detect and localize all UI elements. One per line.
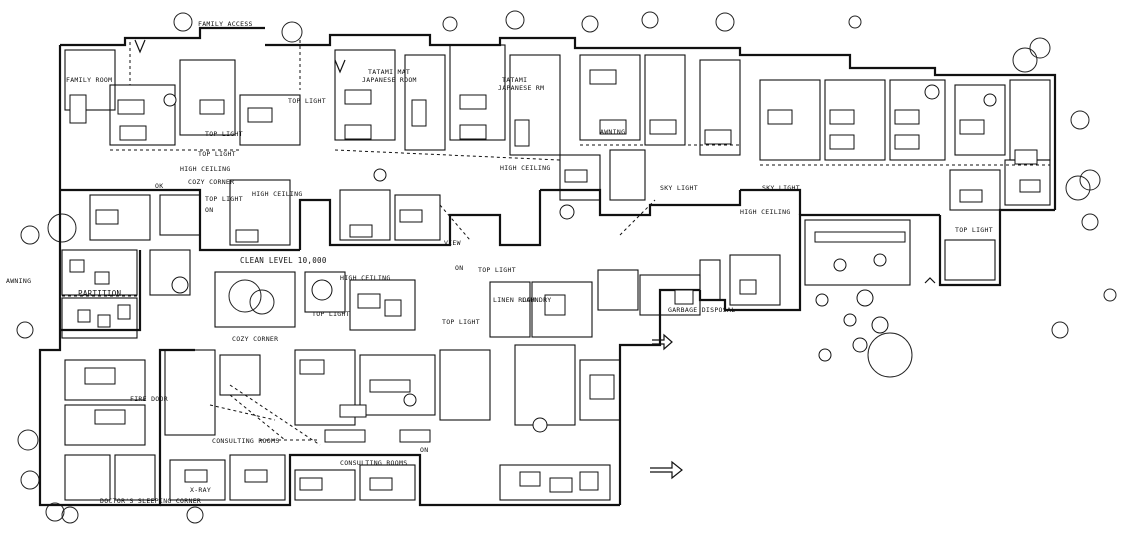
label-consulting-rooms-2: CONSULTING ROOMS: [340, 459, 407, 467]
tree-icon: [61, 506, 79, 524]
central-garden: [214, 271, 416, 331]
tree-icon: [281, 21, 303, 43]
label-sky-light-2: SKY LIGHT: [762, 184, 800, 192]
label-on-1: ON: [420, 446, 428, 454]
lower-clinic: [64, 344, 621, 501]
entry-arrows: [134, 39, 936, 480]
tree-icon: [442, 16, 458, 32]
landscape-trees: [16, 10, 1117, 524]
label-partition: PARTITION: [78, 289, 121, 298]
label-consulting-rooms-1: CONSULTING ROOMS: [212, 437, 279, 445]
tree-icon: [173, 12, 193, 32]
patient-rooms-top-wing: [64, 40, 1051, 246]
label-top-light-2: TOP LIGHT: [205, 130, 243, 138]
label-x-ray: X-RAY: [190, 486, 211, 494]
tree-icon: [1081, 213, 1099, 231]
tree-icon: [20, 225, 40, 245]
tree-icon: [505, 10, 525, 30]
label-sky-light-1: SKY LIGHT: [660, 184, 698, 192]
label-garbage-disposal: GARBAGE DISPOSAL: [668, 306, 735, 314]
label-family-room: FAMILY ROOM: [66, 76, 112, 84]
label-on-2: ON: [455, 264, 463, 272]
tree-icon: [1103, 288, 1117, 302]
tree-icon: [47, 213, 77, 243]
label-high-ceiling-1: HIGH CEILING: [180, 165, 231, 173]
tree-icon: [16, 321, 34, 339]
circulation-paths: [209, 199, 656, 446]
label-high-ceiling-4: HIGH CEILING: [740, 208, 791, 216]
label-top-light-6: TOP LIGHT: [478, 266, 516, 274]
tree-icon: [186, 506, 204, 524]
label-cozy-corner-2: COZY CORNER: [232, 335, 278, 343]
tree-icon: [45, 502, 65, 522]
entry-arrow-icon: [652, 333, 673, 351]
tree-icon: [1070, 110, 1090, 130]
furniture-top-wing: [69, 69, 1041, 243]
entry-arrow-icon: [134, 39, 146, 54]
label-fire-door: FIRE DOOR: [130, 395, 168, 403]
tree-icon: [1051, 321, 1069, 339]
exterior-walls: [38, 26, 1057, 507]
label-tatami: TATAMI: [502, 76, 527, 84]
label-top-light-3: TOP LIGHT: [198, 150, 236, 158]
label-top-light-1: TOP LIGHT: [288, 97, 326, 105]
label-view: VIEW: [444, 239, 461, 247]
label-ok: OK: [155, 182, 163, 190]
tree-icon: [867, 332, 913, 378]
tree-icon: [1079, 169, 1101, 191]
label-awning-2: AWNING: [600, 128, 625, 136]
entry-arrow-icon: [650, 460, 683, 480]
label-top-light-8: TOP LIGHT: [442, 318, 480, 326]
label-top-light-4: TOP LIGHT: [205, 195, 243, 203]
tree-icon: [17, 429, 39, 451]
tree-icon: [20, 470, 40, 490]
label-top-light-5: TOP LIGHT: [955, 226, 993, 234]
tree-icon: [715, 12, 735, 32]
label-clean-level: CLEAN LEVEL 10,000: [240, 256, 327, 265]
left-wing: [61, 249, 191, 339]
label-doctors-sleeping: DOCTOR'S SLEEPING CORNER: [100, 497, 201, 505]
label-linen-room: LINEN ROOM: [493, 296, 535, 304]
label-cozy-corner-1: COZY CORNER: [188, 178, 234, 186]
label-top-light-7: TOP LIGHT: [312, 310, 350, 318]
tree-icon: [848, 15, 862, 29]
label-on-3: ON: [205, 206, 213, 214]
tree-icon: [1065, 175, 1091, 201]
label-high-ceiling-3: HIGH CEILING: [500, 164, 551, 172]
entry-arrow-icon: [924, 277, 936, 284]
label-japanese-room: JAPANESE ROOM: [362, 76, 417, 84]
label-japanese-rm: JAPANESE RM: [498, 84, 544, 92]
right-wing-station: [804, 219, 996, 362]
label-awning-1: AWNING: [6, 277, 31, 285]
tree-icon: [1029, 37, 1051, 59]
tree-icon: [581, 15, 599, 33]
label-family-access: FAMILY ACCESS: [198, 20, 253, 28]
tree-icon: [641, 11, 659, 29]
tree-icon: [1012, 47, 1038, 73]
label-high-ceiling-2: HIGH CEILING: [252, 190, 303, 198]
plan-labels: FAMILY ACCESS FAMILY ROOM TATAMI MAT JAP…: [6, 20, 993, 505]
service-core: [489, 254, 781, 338]
label-laundry: LAUNDRY: [522, 296, 552, 304]
entry-arrow-icon: [334, 59, 346, 74]
label-high-ceiling-5: HIGH CEILING: [340, 274, 391, 282]
label-tatami-mat: TATAMI MAT: [368, 68, 410, 76]
